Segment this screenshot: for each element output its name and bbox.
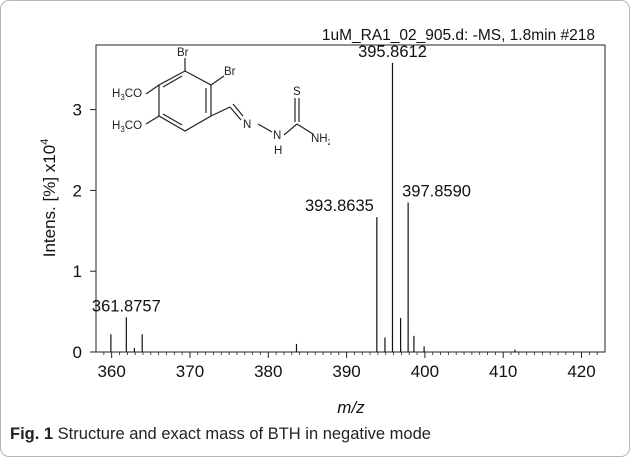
caption-text: Structure and exact mass of BTH in negat… — [53, 425, 431, 443]
x-tick-label-1: 370 — [176, 362, 204, 381]
atom-n1: N — [243, 119, 251, 131]
plot-area — [95, 44, 606, 353]
figure-caption: Fig. 1 Structure and exact mass of BTH i… — [10, 425, 431, 444]
spectrum-peaks — [110, 62, 516, 352]
x-axis-ticks: 360 370 380 390 400 410 420 — [97, 352, 598, 381]
methoxy-top-rest: CO — [125, 88, 142, 100]
bth-structure: Br Br H3CO H3CO N N H S NH2 — [112, 47, 330, 157]
y-tick-label-3: 3 — [73, 101, 82, 120]
methoxy-bottom: H3CO — [112, 120, 142, 134]
peak-labels: 361.8757 393.8635 395.8612 397.8590 — [92, 43, 471, 315]
y-axis-label-text: Intens. [%] x10 — [40, 145, 59, 257]
x-tick-label-5: 410 — [489, 362, 517, 381]
atom-nh-h: H — [274, 145, 282, 157]
methoxy-bottom-h: H — [112, 120, 120, 132]
atom-nh2-sub: 2 — [328, 138, 330, 147]
methoxy-top: H3CO — [112, 88, 142, 102]
y-axis-ticks: 0 1 2 3 — [73, 101, 96, 362]
methoxy-bottom-rest: CO — [125, 120, 142, 132]
y-axis-label-exponent: 4 — [39, 139, 51, 145]
peak-label-2: 395.8612 — [358, 43, 427, 61]
caption-label: Fig. 1 — [10, 425, 54, 443]
structure-bonds — [145, 58, 314, 136]
x-tick-label-3: 390 — [332, 362, 360, 381]
methoxy-top-h: H — [112, 88, 120, 100]
peak-label-1: 393.8635 — [305, 197, 374, 215]
methoxy-top-sub: 3 — [120, 93, 125, 102]
atom-br-top: Br — [177, 47, 189, 59]
y-tick-label-0: 0 — [73, 343, 82, 362]
x-tick-label-6: 420 — [567, 362, 595, 381]
atom-n2: N — [273, 130, 281, 142]
x-tick-label-2: 380 — [254, 362, 282, 381]
peak-label-3: 397.8590 — [402, 183, 471, 201]
atom-nh2: NH2 — [311, 133, 330, 147]
methoxy-bottom-sub: 3 — [120, 125, 125, 134]
atom-nh2-main: NH — [311, 133, 328, 145]
y-tick-label-1: 1 — [73, 262, 82, 281]
x-tick-label-0: 360 — [97, 362, 125, 381]
x-axis-label: m/z — [337, 398, 365, 417]
peak-label-0: 361.8757 — [92, 297, 161, 315]
y-tick-label-2: 2 — [73, 181, 82, 200]
chart-title: 1uM_RA1_02_905.d: -MS, 1.8min #218 — [322, 27, 595, 44]
atom-s: S — [293, 86, 301, 98]
y-axis-label: Intens. [%] x104 — [39, 139, 59, 258]
atom-br-right: Br — [224, 66, 236, 78]
x-tick-label-4: 400 — [411, 362, 439, 381]
